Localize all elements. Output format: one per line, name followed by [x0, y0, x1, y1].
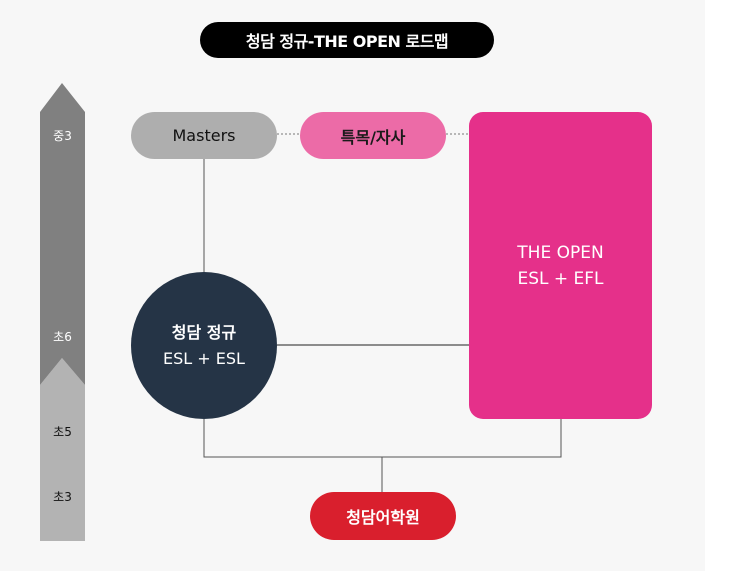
regular-course-node: 청담 정규 ESL + ESL: [131, 272, 277, 419]
grade-label-elem3: 초3: [53, 490, 72, 504]
regular-subtitle: ESL + ESL: [163, 348, 245, 368]
grade-label-elem5: 초5: [53, 425, 72, 439]
grade-arrow-dark: [40, 83, 85, 385]
connector-layer: [40, 83, 562, 541]
grade-label-middle3: 중3: [53, 129, 72, 143]
academy-node: 청담어학원: [310, 492, 456, 540]
connector-line: [203, 419, 562, 458]
roadmap-diagram: 중3 초6 초5 초3 청담 정규-THE OPEN 로드맵 Masters 특…: [40, 22, 652, 541]
the-open-title: THE OPEN: [517, 242, 604, 263]
masters-node: Masters: [131, 112, 277, 159]
grade-arrow-light: [40, 358, 85, 541]
regular-title: 청담 정규: [171, 322, 237, 342]
grade-label-elem6: 초6: [53, 330, 72, 344]
the-open-node: THE OPEN ESL + EFL: [469, 112, 652, 419]
special-school-node: 특목/자사: [300, 112, 446, 159]
diagram-title: 청담 정규-THE OPEN 로드맵: [200, 22, 494, 58]
the-open-subtitle: ESL + EFL: [517, 268, 604, 289]
